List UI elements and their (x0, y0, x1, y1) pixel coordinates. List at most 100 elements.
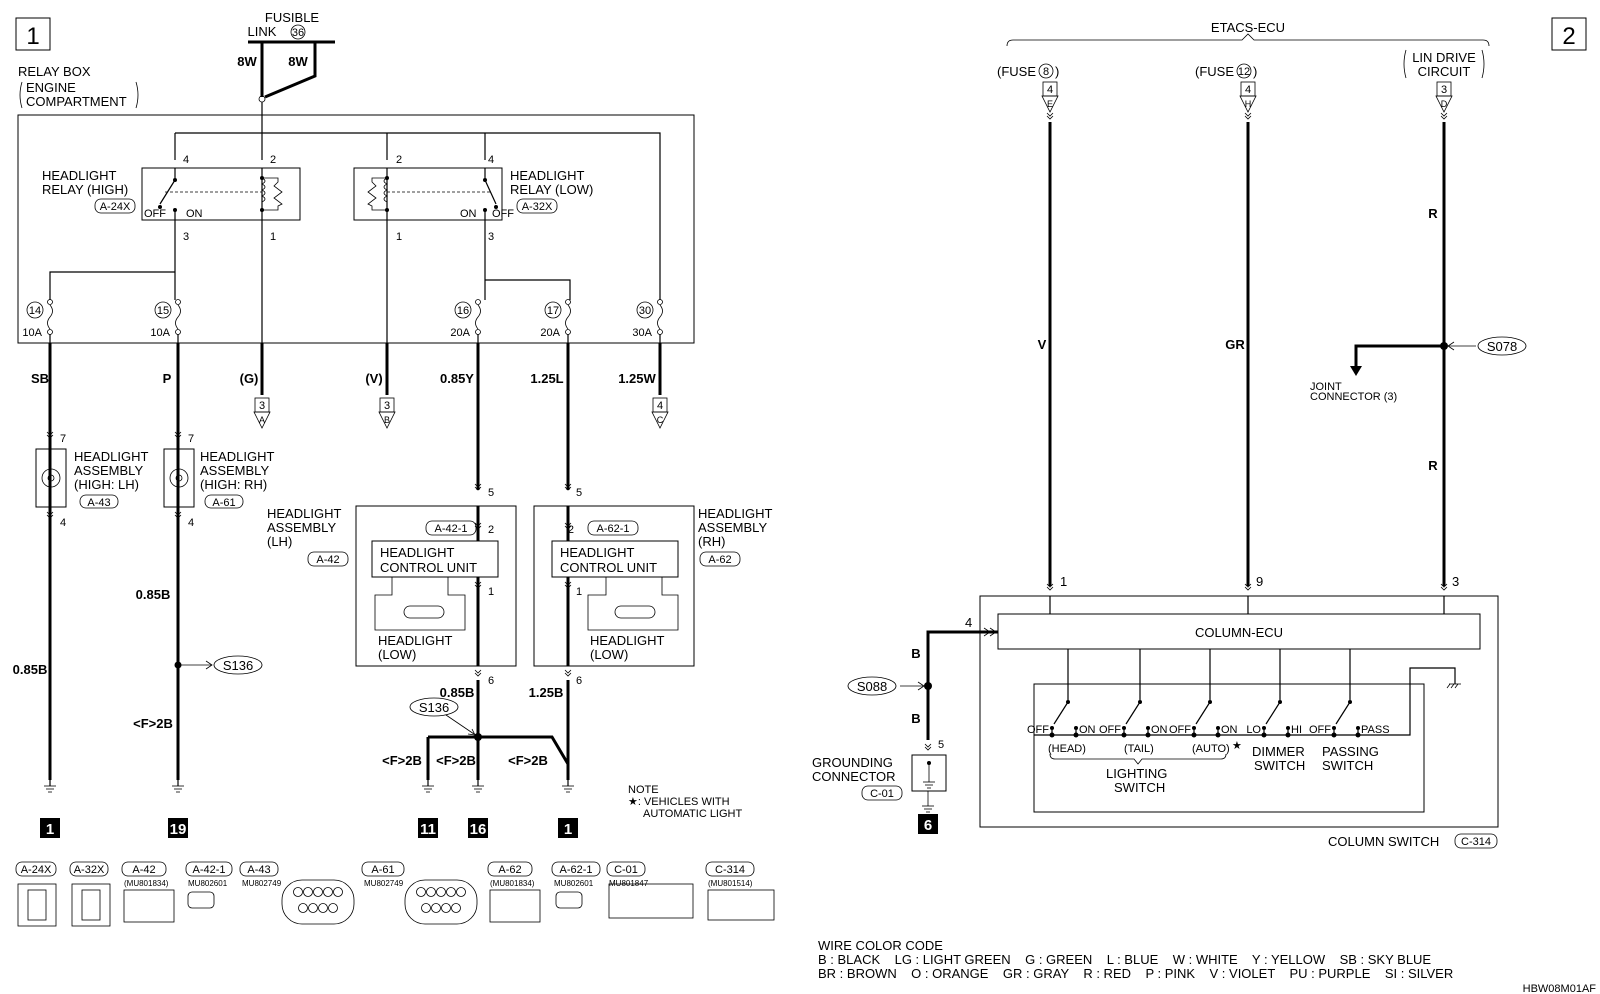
svg-text:SWITCH: SWITCH (1322, 758, 1373, 773)
svg-text:A-42-1: A-42-1 (434, 523, 467, 535)
svg-text:6: 6 (576, 675, 582, 687)
svg-text:(LOW): (LOW) (378, 647, 416, 662)
svg-text:1: 1 (564, 821, 572, 838)
svg-text:5: 5 (488, 487, 494, 499)
svg-text:1: 1 (46, 821, 54, 838)
svg-text:PASS: PASS (1361, 724, 1390, 736)
svg-text:GROUNDING: GROUNDING (812, 755, 893, 770)
svg-text:MU802601: MU802601 (554, 879, 594, 888)
svg-text:ON: ON (1221, 724, 1238, 736)
svg-text:R: R (1428, 206, 1438, 221)
svg-text:AUTOMATIC LIGHT: AUTOMATIC LIGHT (643, 808, 742, 820)
svg-text:V: V (1038, 337, 1047, 352)
ground-1: 1 (40, 780, 60, 838)
svg-text:2: 2 (270, 154, 276, 166)
svg-text:SB: SB (31, 371, 49, 386)
svg-text:4: 4 (188, 517, 194, 529)
svg-text:(LH): (LH) (267, 534, 292, 549)
fusible-link: FUSIBLE LINK 36 8W 8W (237, 10, 335, 103)
svg-text:★: VEHICLES WITH: ★: VEHICLES WITH (628, 796, 730, 808)
svg-text:HEADLIGHT: HEADLIGHT (42, 168, 116, 183)
svg-text:ON: ON (1079, 724, 1096, 736)
svg-text:4: 4 (1245, 84, 1251, 96)
svg-text:A-42-1: A-42-1 (192, 864, 225, 876)
svg-text:0.85B: 0.85B (136, 587, 171, 602)
svg-text:OFF: OFF (144, 208, 166, 220)
svg-text:1.25W: 1.25W (618, 371, 656, 386)
svg-text:(MU801834): (MU801834) (490, 879, 535, 888)
svg-text:A-62-1: A-62-1 (559, 864, 592, 876)
svg-text:A-62: A-62 (498, 864, 521, 876)
svg-text:JOINT: JOINT (1310, 381, 1342, 393)
svg-text:0.85Y: 0.85Y (440, 371, 474, 386)
wire-color-code: WIRE COLOR CODE B : BLACK LG : LIGHT GRE… (818, 938, 1596, 994)
svg-text:HEADLIGHT: HEADLIGHT (380, 545, 454, 560)
svg-text:D: D (1441, 99, 1448, 109)
offpage-connector-a: 3 A (253, 397, 271, 429)
svg-text:OFF: OFF (1309, 724, 1331, 736)
svg-text:8: 8 (1043, 66, 1049, 78)
svg-text:(TAIL): (TAIL) (1124, 743, 1154, 755)
svg-text:HEADLIGHT: HEADLIGHT (510, 168, 584, 183)
svg-text:OFF: OFF (492, 208, 514, 220)
joint-s078: JOINT CONNECTOR (3) S078 (1310, 336, 1527, 403)
svg-text:LIN DRIVE: LIN DRIVE (1412, 50, 1476, 65)
svg-text:MU802749: MU802749 (242, 879, 282, 888)
column-switch: COLUMN SWITCH C-314 1 9 3 COLUMN-ECU (979, 574, 1499, 849)
svg-text:30A: 30A (632, 327, 652, 339)
svg-text:LINK: LINK (248, 24, 277, 39)
svg-text:S136: S136 (419, 700, 449, 715)
low-beam-ground-junction: S136 <F>2B <F>2B <F>2B (382, 680, 570, 780)
svg-text:C: C (657, 415, 664, 425)
etacs-input-2: (FUSE 12)4H (1195, 63, 1257, 120)
relay-high: HEADLIGHT RELAY (HIGH) A-24X 4 2 3 1 OFF… (42, 154, 301, 243)
svg-text:MU802749: MU802749 (364, 879, 404, 888)
etacs-input-1: (FUSE 8)4E (997, 63, 1059, 120)
relay-low: HEADLIGHT RELAY (LOW) A-32X 2 4 1 3 ON O… (353, 154, 593, 243)
svg-text:<F>2B: <F>2B (382, 753, 422, 768)
svg-text:16: 16 (457, 305, 469, 317)
svg-text:ASSEMBLY: ASSEMBLY (267, 520, 336, 535)
svg-text:30: 30 (639, 305, 651, 317)
note: NOTE ★: VEHICLES WITH AUTOMATIC LIGHT (628, 784, 742, 820)
svg-text:14: 14 (29, 305, 41, 317)
svg-text:PASSING: PASSING (1322, 744, 1379, 759)
svg-text:(RH): (RH) (698, 534, 725, 549)
svg-text:A-61: A-61 (371, 864, 394, 876)
svg-text:RELAY (HIGH): RELAY (HIGH) (42, 182, 128, 197)
svg-text:SWITCH: SWITCH (1254, 758, 1305, 773)
column-switch-labels: (HEAD) (TAIL) (AUTO) ★ LIGHTING SWITCH D… (1048, 740, 1379, 795)
svg-text:(HIGH: LH): (HIGH: LH) (74, 477, 139, 492)
svg-text:1: 1 (576, 586, 582, 598)
svg-text:2: 2 (396, 154, 402, 166)
svg-text:A-42: A-42 (316, 554, 339, 566)
svg-text:C-01: C-01 (614, 864, 638, 876)
svg-text:3: 3 (259, 400, 265, 412)
fuse-30: 30 30A (632, 299, 663, 343)
svg-text:16: 16 (470, 821, 487, 838)
svg-text:<F>2B: <F>2B (436, 753, 476, 768)
svg-text:B: B (384, 415, 390, 425)
svg-text:WIRE COLOR CODE: WIRE COLOR CODE (818, 938, 943, 953)
svg-text:ASSEMBLY: ASSEMBLY (200, 463, 269, 478)
svg-text:4: 4 (488, 154, 494, 166)
svg-text:HEADLIGHT: HEADLIGHT (560, 545, 634, 560)
svg-text:OFF: OFF (1099, 724, 1121, 736)
svg-text:20A: 20A (540, 327, 560, 339)
panel-number-right: 2 (1551, 17, 1587, 51)
svg-text:HEADLIGHT: HEADLIGHT (590, 633, 664, 648)
column-switch-contact-5: OFF PASS (1309, 649, 1390, 738)
svg-text:HEADLIGHT: HEADLIGHT (200, 449, 274, 464)
connector-shapes (17, 879, 775, 927)
svg-text:OFF: OFF (1027, 724, 1049, 736)
